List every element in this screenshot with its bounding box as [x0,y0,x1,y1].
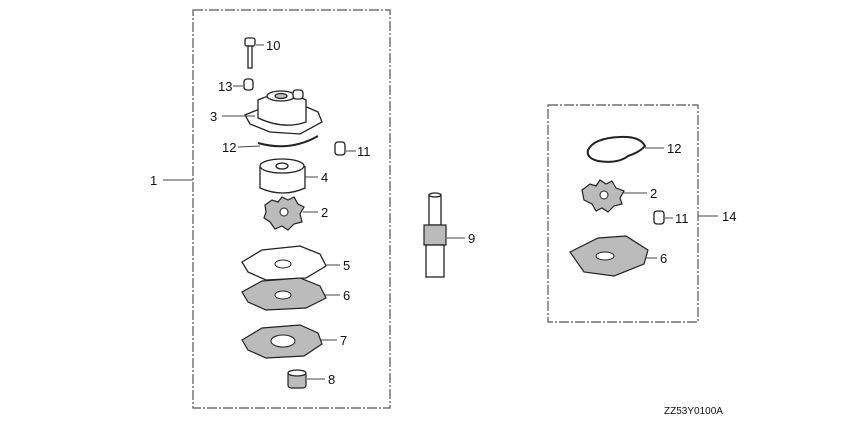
callout-2: 2 [321,205,328,220]
plate-part [241,245,327,281]
right-callout-12: 12 [667,141,681,156]
right-grommet-part [653,210,665,225]
collar-part [243,78,254,91]
callout-8: 8 [328,372,335,387]
right-callout-11: 11 [675,211,689,226]
callout-9: 9 [468,231,475,246]
callout-6: 6 [343,288,350,303]
kit-14-box [547,104,699,323]
kit-1-box [192,9,391,409]
right-callout-2: 2 [650,186,657,201]
diagram-code: ZZ53Y0100A [664,406,723,417]
bolt-part [244,37,256,69]
callout-12: 12 [222,140,236,155]
bushing-part [287,369,307,389]
grommet-part [334,141,346,156]
right-callout-6: 6 [660,251,667,266]
housing-gasket-part [257,135,319,148]
callout-10: 10 [266,38,280,53]
callout-13: 13 [218,79,232,94]
callout-1: 1 [150,173,157,188]
right-housing-gasket-part [586,135,647,163]
callout-5: 5 [343,258,350,273]
right-impeller-part [581,179,625,213]
liner-part [259,158,306,194]
callout-4: 4 [321,170,328,185]
callout-3: 3 [210,109,217,124]
pump-housing-part [244,89,323,135]
callout-11: 11 [357,144,371,159]
callout-14: 14 [722,209,736,224]
shaft-part [423,192,447,278]
callout-7: 7 [340,333,347,348]
impeller-part [263,196,305,231]
